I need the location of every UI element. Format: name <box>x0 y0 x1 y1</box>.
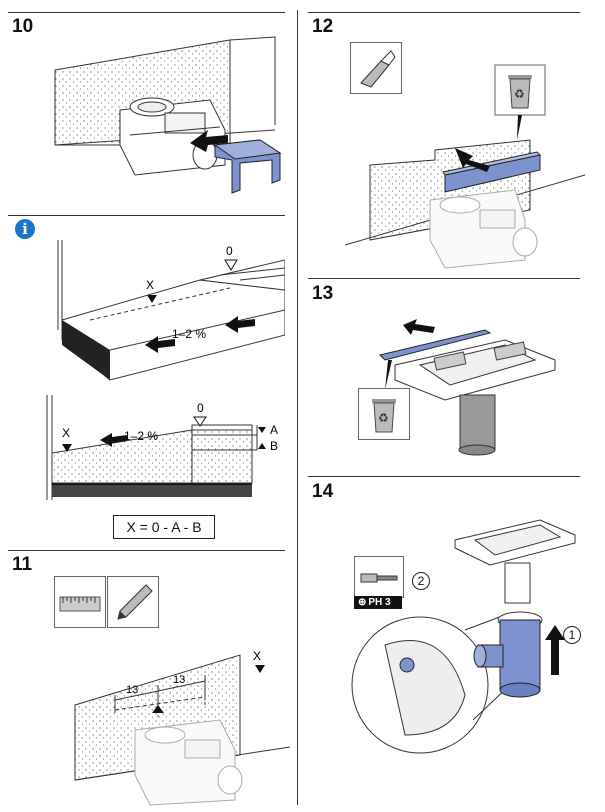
divider-step-11 <box>8 550 285 551</box>
dimension-left: 13 <box>126 684 138 696</box>
step-12-illustration: ♻ <box>345 64 585 269</box>
step-number-10: 10 <box>12 16 34 37</box>
x-label: X <box>146 278 154 292</box>
arrow-icon <box>403 319 435 335</box>
label-b: B <box>270 439 278 453</box>
info-icon: i <box>15 219 35 239</box>
callout-2: 2 <box>412 572 430 590</box>
tool-size: PH 3 <box>368 597 391 608</box>
step-number-12: 12 <box>312 16 334 37</box>
step-14-detail <box>351 611 565 754</box>
screwdriver-icon-box <box>354 556 404 598</box>
recycle-bin-icon: ♻ <box>372 399 396 433</box>
section-slope-label: 1–2 % <box>124 429 158 443</box>
zero-marker <box>224 259 238 271</box>
up-arrow-icon <box>545 625 565 675</box>
recycle-bin-icon: ♻ <box>508 75 532 109</box>
x-marker <box>147 295 157 303</box>
divider-step-14 <box>308 476 580 477</box>
formula-box: X = 0 - A - B <box>113 515 215 539</box>
step-number-13: 13 <box>312 283 334 304</box>
ruler-icon-box <box>54 576 106 628</box>
divider-step-12 <box>308 12 580 13</box>
step-10-illustration <box>54 36 282 194</box>
pencil-icon-box <box>107 576 159 628</box>
blue-strip-lifted <box>379 329 492 361</box>
ruler-icon <box>59 596 101 612</box>
step-number-11: 11 <box>12 554 33 575</box>
section-x-label: X <box>62 426 70 440</box>
step-number-14: 14 <box>312 481 334 502</box>
slope-arrow-1 <box>145 336 175 353</box>
arrow-icon <box>190 130 228 152</box>
svg-text:♻: ♻ <box>514 87 525 101</box>
column-divider <box>297 10 298 805</box>
section-zero-label: 0 <box>197 401 204 415</box>
dimension-right: 13 <box>173 674 185 686</box>
info-floor-illustration: 1–2 % X 0 <box>57 240 285 381</box>
utility-knife-icon <box>360 50 396 88</box>
slope-arrow-2 <box>225 316 255 333</box>
arrow-icon <box>455 148 490 172</box>
info-section-illustration: 1–2 % X 0 A B <box>46 395 278 500</box>
step-13-illustration <box>379 319 556 456</box>
section-slope-arrow <box>100 433 127 447</box>
pencil-icon <box>117 584 153 620</box>
step-11-illustration: 13 13 X <box>74 649 290 806</box>
knife-icon-box <box>350 42 402 94</box>
mark-x: X <box>253 649 261 663</box>
step-14-top-unit <box>454 519 576 604</box>
label-a: A <box>270 423 278 437</box>
screwdriver-icon <box>360 573 398 583</box>
recycle-icon-box-13: ♻ <box>358 388 410 440</box>
zero-label: 0 <box>226 244 233 258</box>
svg-text:♻: ♻ <box>378 411 389 425</box>
phillips-icon: ⊕ <box>358 597 367 608</box>
section-zero-marker <box>193 416 207 427</box>
divider-info <box>8 215 285 216</box>
divider-step-13 <box>308 278 580 279</box>
divider-step-10 <box>8 12 285 13</box>
slope-label: 1–2 % <box>172 327 206 341</box>
callout-1: 1 <box>563 626 581 644</box>
phillips-tool-label: ⊕ PH 3 <box>354 596 402 609</box>
section-x-marker <box>62 444 72 452</box>
